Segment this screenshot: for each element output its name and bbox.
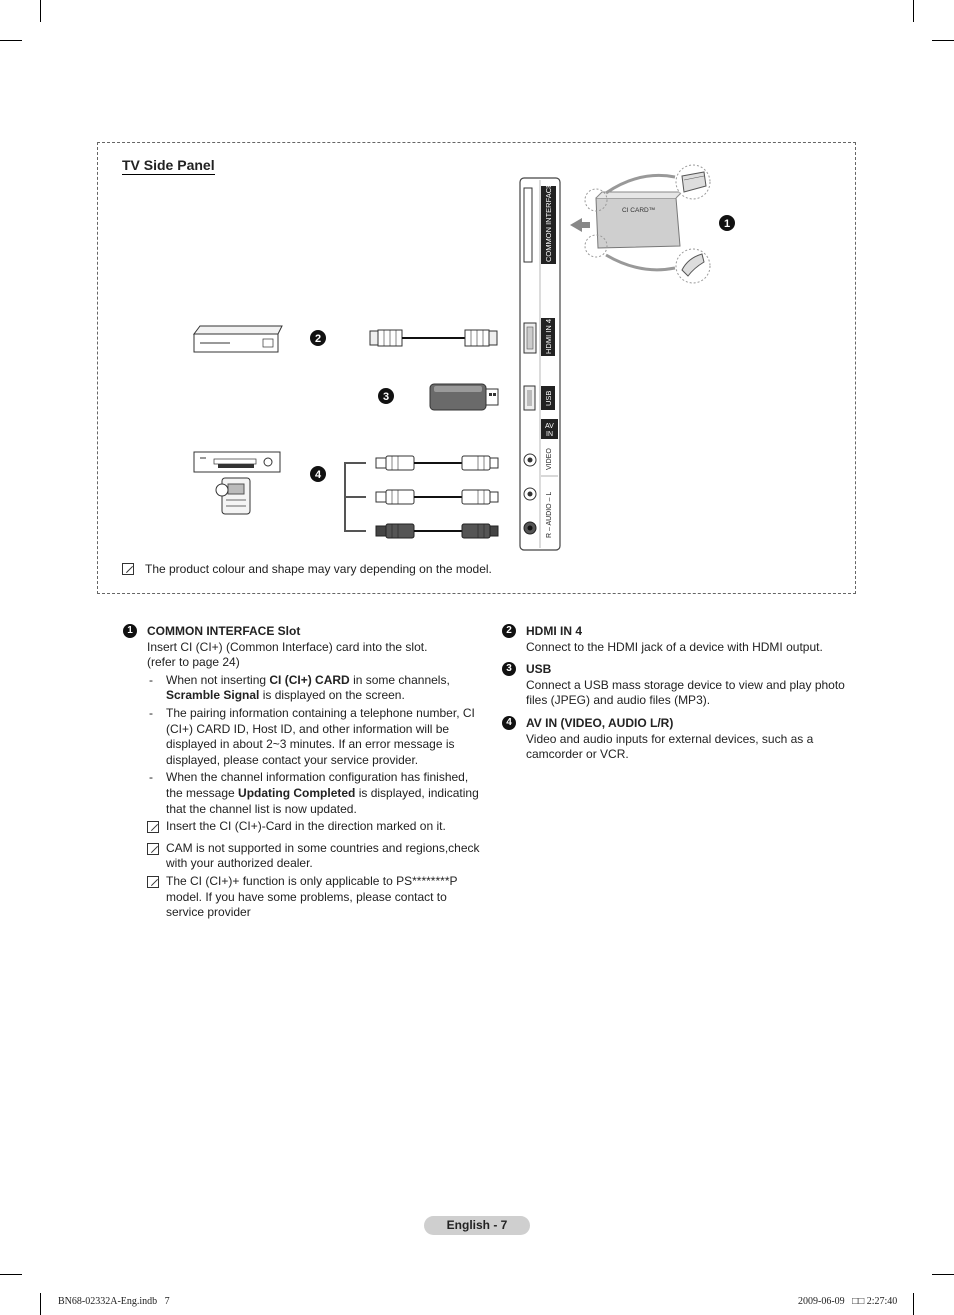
crop-mark [932, 40, 954, 41]
port-label-hdmi: HDMI IN 4 [544, 319, 553, 354]
svg-text:2: 2 [315, 333, 321, 345]
item-number: 4 [502, 715, 516, 730]
side-panel-figure-box [97, 142, 856, 594]
item-number: 3 [502, 662, 516, 677]
hdmi-source-device [193, 325, 283, 353]
svg-text:IN: IN [546, 431, 553, 438]
crop-mark [913, 0, 914, 22]
av-cable-audio-left [375, 489, 499, 505]
item-body: Connect to the HDMI jack of a device wit… [526, 639, 823, 654]
left-column: 1 COMMON INTERFACE Slot Insert CI (CI+) … [123, 624, 483, 921]
item-common-interface: 1 COMMON INTERFACE Slot Insert CI (CI+) … [123, 624, 483, 921]
ci-card-illustration: CI CARD™ [570, 164, 711, 284]
svg-text:3: 3 [383, 391, 389, 403]
port-label-usb: USB [544, 391, 553, 406]
item-heading: AV IN (VIDEO, AUDIO L/R) [526, 715, 674, 730]
item-body: Connect a USB mass storage device to vie… [526, 677, 845, 708]
crop-mark [932, 1274, 954, 1275]
svg-text:1: 1 [724, 218, 730, 230]
av-bracket [344, 462, 366, 532]
callout-2: 2 [310, 330, 326, 346]
page-number: English - 7 [424, 1216, 530, 1235]
av-cable-video [375, 455, 499, 471]
item-usb: 3 USB Connect a USB mass storage device … [502, 662, 857, 709]
callout-3: 3 [378, 388, 394, 404]
item-av-in: 4 AV IN (VIDEO, AUDIO L/R) Video and aud… [502, 715, 857, 763]
port-label-video: VIDEO [546, 448, 553, 470]
port-label-common-interface: COMMON INTERFACE [544, 183, 553, 262]
note-icon [147, 875, 159, 888]
item-number: 2 [502, 624, 516, 638]
bullet: - When not inserting CI (CI+) CARD in so… [149, 672, 450, 703]
hdmi-cable [369, 329, 498, 347]
side-panel-diagram: COMMON INTERFACE HDMI IN 4 USB AV IN VID… [193, 164, 735, 551]
bullet: - When the channel information configura… [149, 770, 479, 816]
svg-text:AV: AV [545, 423, 554, 430]
av-cable-audio-right [375, 523, 499, 539]
item-hdmi: 2 HDMI IN 4 Connect to the HDMI jack of … [502, 624, 857, 655]
figure-note: The product colour and shape may vary de… [122, 562, 492, 576]
svg-text:4: 4 [315, 469, 322, 481]
slug-left: BN68-02332A-Eng.indb 7 [58, 1296, 170, 1307]
note: The CI (CI+)+ function is only applicabl… [147, 874, 483, 921]
usb-stick [429, 383, 499, 411]
note-icon [122, 563, 134, 575]
item-body: (refer to page 24) [147, 655, 240, 670]
camcorder-device [215, 477, 251, 515]
port-label-audio: R – AUDIO – L [546, 492, 553, 538]
crop-mark [0, 1274, 22, 1275]
item-heading: COMMON INTERFACE Slot [147, 624, 301, 638]
item-number: 1 [123, 624, 137, 638]
callout-4: 4 [310, 466, 326, 482]
crop-mark [40, 0, 41, 22]
bullet: - The pairing information containing a t… [149, 705, 475, 767]
note: CAM is not supported in some countries a… [147, 841, 483, 872]
item-body: Insert CI (CI+) (Common Interface) card … [147, 639, 428, 654]
crop-mark [40, 1293, 41, 1315]
tv-side-panel: COMMON INTERFACE HDMI IN 4 USB AV IN VID… [519, 177, 561, 551]
item-heading: HDMI IN 4 [526, 624, 583, 638]
note-icon [147, 842, 159, 855]
crop-mark [913, 1293, 914, 1315]
note-icon [147, 821, 159, 834]
slug-right: 2009-06-09 □□ 2:27:40 [798, 1296, 898, 1307]
ci-card-label: CI CARD™ [622, 207, 655, 214]
item-body: Video and audio inputs for external devi… [526, 731, 814, 762]
crop-mark [0, 40, 22, 41]
panel-title: TV Side Panel [122, 157, 215, 175]
right-column: 2 HDMI IN 4 Connect to the HDMI jack of … [502, 624, 857, 763]
item-heading: USB [526, 662, 552, 677]
note: Insert the CI (CI+)-Card in the directio… [147, 819, 483, 835]
vcr-device [193, 451, 281, 473]
callout-1: 1 [719, 215, 735, 231]
figure-note-text: The product colour and shape may vary de… [145, 562, 492, 576]
